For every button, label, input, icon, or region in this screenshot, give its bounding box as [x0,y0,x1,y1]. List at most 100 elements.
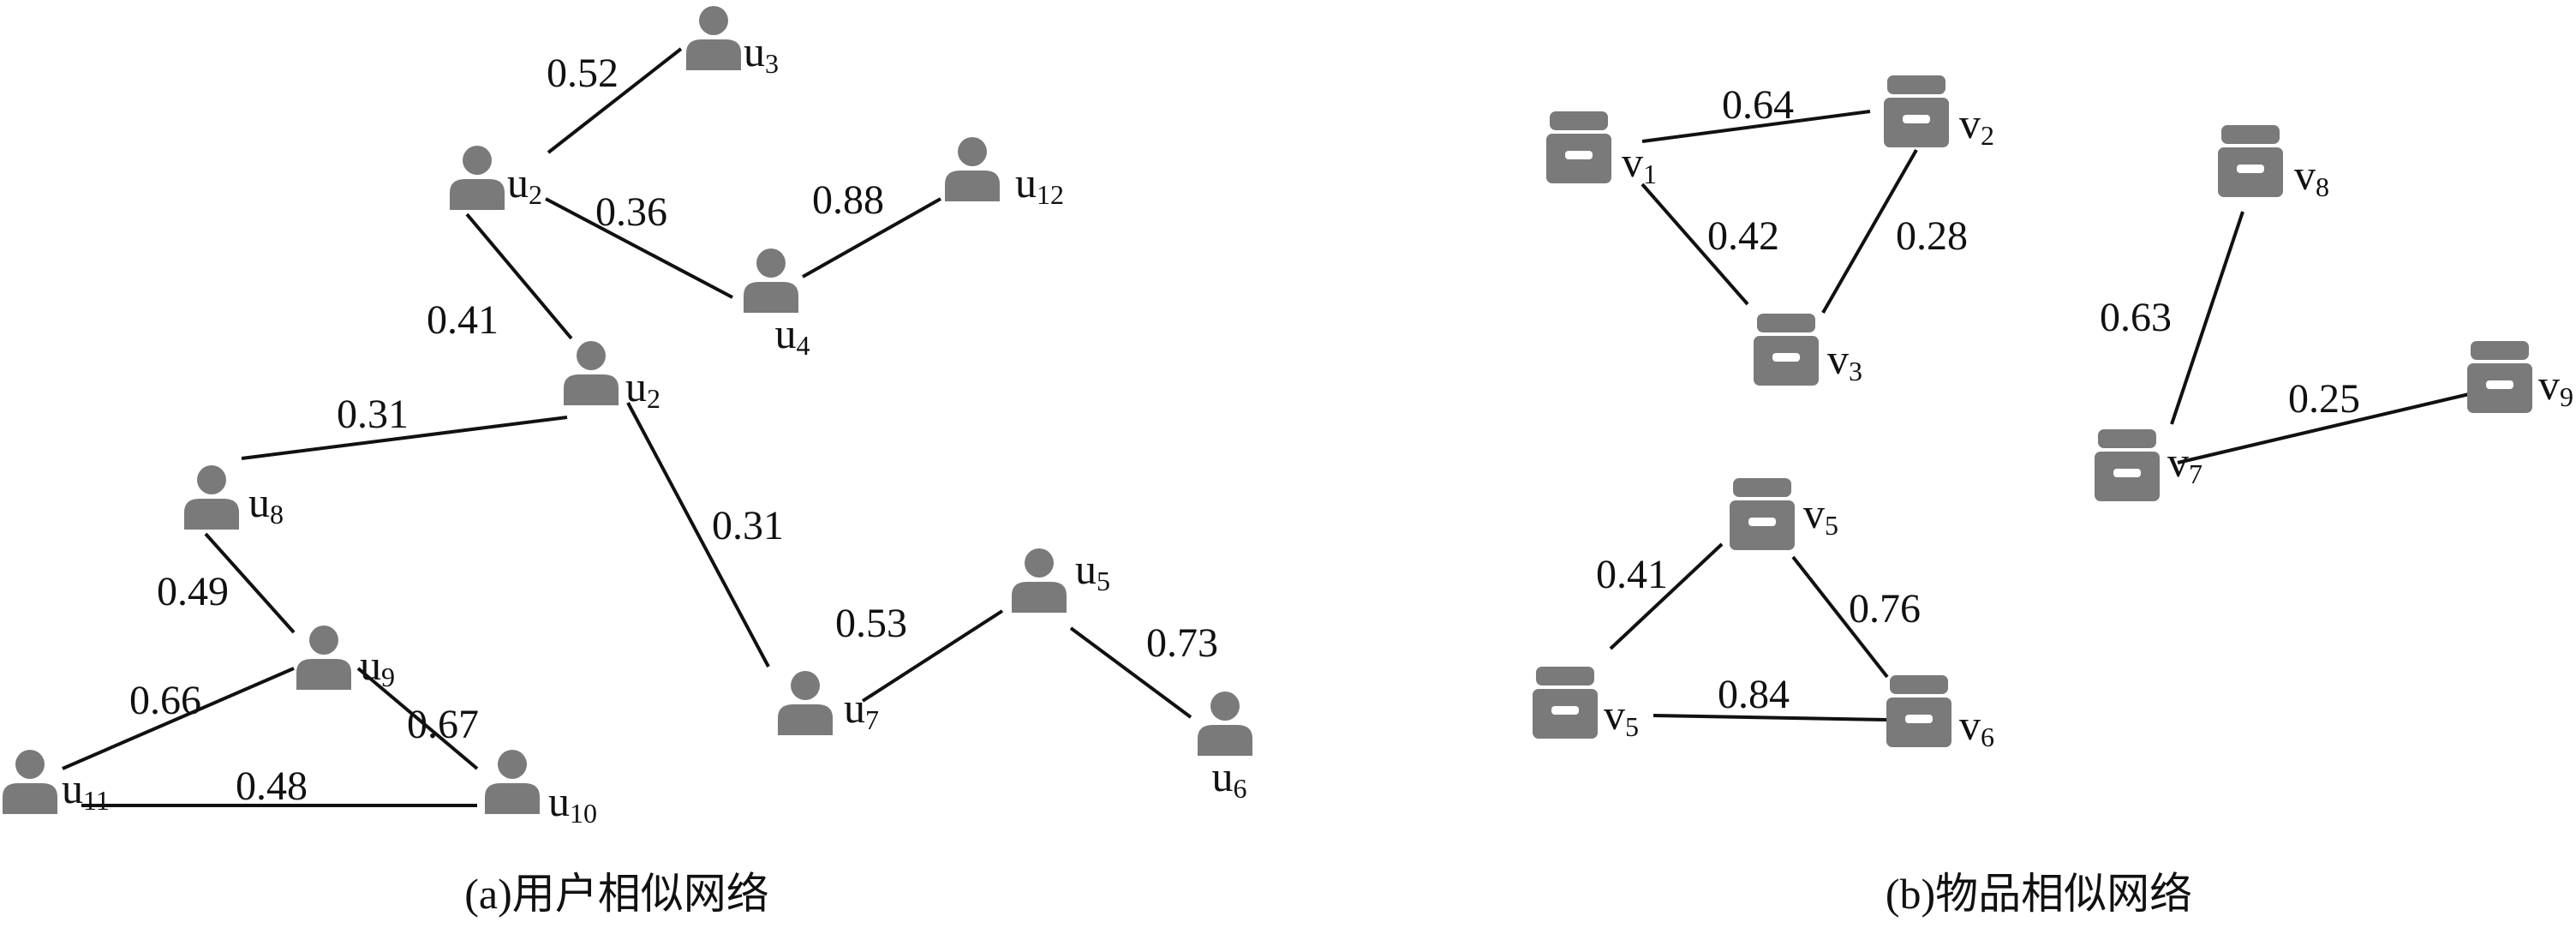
user_network-node-label: u2 [625,362,660,414]
node-label-subscript: 6 [1981,721,1994,752]
user_network-node: u7 [778,671,879,735]
item_network-edge-weight-label: 0.41 [1596,552,1668,597]
user_network-node: u12 [945,137,1064,210]
user_network-node: u2 [564,341,660,414]
item_network-node: v9 [2467,341,2573,413]
user-icon [1198,692,1252,756]
item_network-edge-m4-m6 [2170,211,2244,425]
item_network-node-label: v1 [1622,138,1657,189]
user_network-node: u11 [3,750,110,816]
item_network-edge-weight-label: 0.25 [2288,376,2360,422]
node-label-base: u [507,159,529,207]
user_network-edge-weight-label: 0.31 [712,503,784,548]
item_network-edge-m6-m5 [2177,392,2470,464]
user_network-edge-weight-label: 0.73 [1146,620,1218,666]
user_network-edge-n2-n5 [465,213,573,340]
node-label-base: u [548,777,570,825]
user_network-edge-weight-label: 0.67 [407,702,479,747]
user_network-node-label: u8 [248,478,284,530]
item_network-node-label: v8 [2294,151,2329,202]
user_network-node: u8 [184,465,284,530]
user_network-node: u9 [296,626,395,692]
user_network-edge-weight-label: 0.52 [547,51,619,96]
node-label-base: u [844,684,865,732]
item_network-edge-m1-m2 [1641,110,1871,143]
node-label-subscript: 3 [765,48,779,79]
user_network-edge-weight-label: 0.53 [835,601,907,646]
node-label-subscript: 8 [2316,171,2329,202]
node-label-subscript: 5 [1097,566,1110,596]
user-icon [450,146,505,210]
archive-box-icon [1730,478,1795,550]
user_network-node: u4 [744,248,810,361]
user_network-edge-n5-n6 [241,416,568,460]
node-label-base: u [1212,752,1234,800]
node-label-base: v [1604,691,1625,739]
user-icon [1012,548,1067,613]
archive-box-icon [1754,314,1819,386]
node-label-subscript: 9 [381,662,395,692]
user_network-edge-weight-label: 0.88 [812,177,884,223]
node-label-base: v [1622,138,1643,186]
node-label-base: u [248,478,270,526]
archive-box-icon [2218,125,2283,197]
node-label-subscript: 11 [83,785,110,816]
user-icon [778,671,833,735]
item_network-node: v8 [2218,125,2329,202]
node-label-base: v [2294,151,2316,199]
user_network-node: u6 [1198,692,1252,804]
node-label-subscript: 9 [2560,381,2573,412]
user_network-node-label: u9 [360,641,395,692]
item_network-node-label: v3 [1827,335,1862,386]
node-label-subscript: 7 [2189,458,2202,489]
item_network-node: v5 [1730,478,1838,550]
node-label-subscript: 10 [570,798,597,829]
node-label-subscript: 2 [647,383,660,414]
node-label-base: v [2167,438,2189,486]
node-label-base: v [1803,489,1825,537]
node-label-subscript: 3 [1849,356,1862,386]
user_network-node-label: u11 [62,764,110,816]
node-label-subscript: 4 [797,330,810,361]
item_network-node-label: v6 [1959,701,1994,752]
node-label-base: u [775,309,797,357]
user-network-caption: (a)用户相似网络 [464,870,769,918]
item_network-edge-weight-label: 0.76 [1849,586,1921,632]
archive-box-icon [1533,667,1598,739]
user_network-node-label: u12 [1015,159,1064,210]
user_network-node-label: u7 [844,684,879,735]
user_network-edge-weight-label: 0.36 [595,189,667,235]
user_network-edge-weight-label: 0.41 [427,297,499,343]
node-label-base: v [1959,99,1981,147]
user_network-edge-n5-n10 [626,402,770,668]
item_network-node-label: v5 [1803,489,1838,541]
item_network-edge-m7-m8 [1609,542,1724,650]
user-icon [564,341,619,405]
user_network-node-label: u3 [744,27,779,79]
node-label-base: u [1075,545,1097,593]
node-label-base: u [62,764,83,812]
user_network-edge-n6-n7 [204,532,296,634]
user-icon [945,137,1000,201]
user_network-edge-weight-label: 0.31 [337,392,409,437]
node-label-subscript: 12 [1037,179,1064,210]
archive-box-icon [1546,111,1611,183]
user-icon [184,465,239,530]
user_network-node-label: u5 [1075,545,1110,596]
archive-box-icon [1886,675,1951,747]
user_network-node: u5 [1012,545,1110,613]
item_network-edge-weight-label: 0.42 [1707,213,1779,259]
node-label-base: v [1959,701,1981,749]
item_network-node-label: v2 [1959,99,1994,151]
item_network-edge-m2-m3 [1821,149,1918,314]
user_network-edge-n10-n11 [861,609,1004,703]
node-label-subscript: 7 [865,704,879,735]
node-label-base: u [744,27,765,75]
user_network-node-label: u2 [507,159,542,210]
user_network-node: u2 [450,146,542,210]
user-icon [744,248,798,313]
item_network-edge-m7-m9 [1791,555,1889,679]
user_network-edge-n7-n9 [356,667,479,770]
